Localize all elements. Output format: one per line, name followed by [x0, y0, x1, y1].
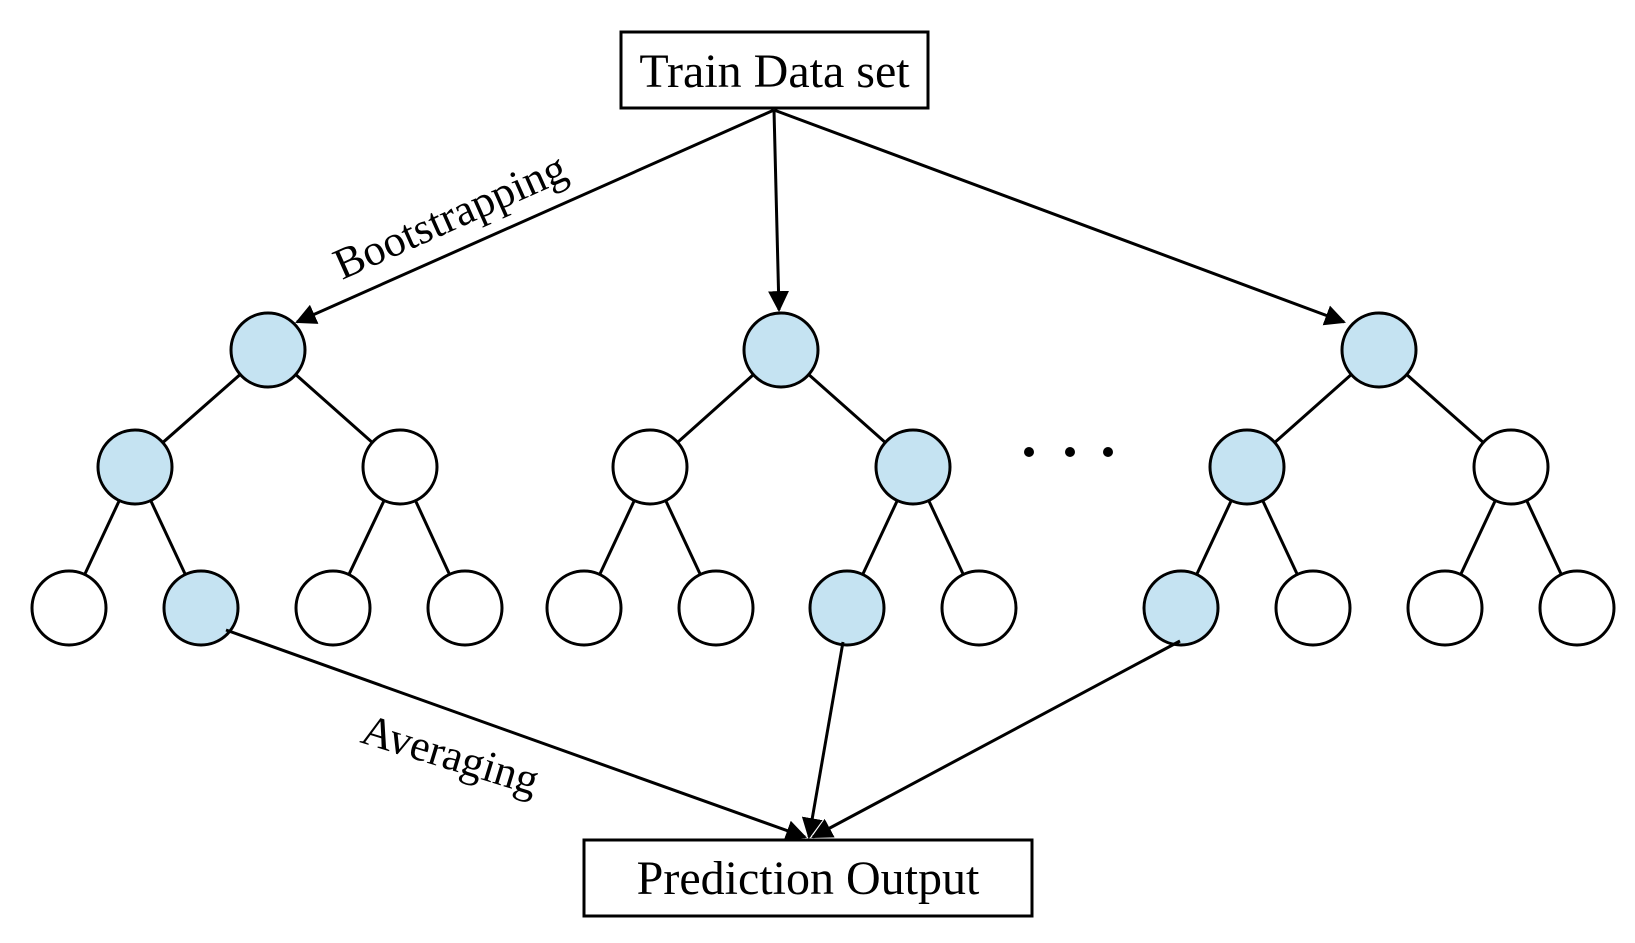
tree-edge	[861, 499, 899, 576]
averaging-label: Averaging	[356, 705, 545, 805]
arrow-from-tree-1	[225, 628, 807, 841]
tree-edge	[347, 499, 386, 576]
tree-2	[545, 311, 1018, 647]
ellipsis-dot	[1065, 447, 1075, 457]
bootstrapping-arrows	[295, 108, 1346, 326]
arrow-to-tree-2	[768, 109, 790, 313]
tree-node-r	[1472, 428, 1550, 506]
tree-node-rl	[294, 569, 372, 647]
tree-node-lr	[162, 569, 240, 647]
tree-edge	[161, 373, 242, 444]
tree-node-ll	[545, 569, 623, 647]
tree-edge	[598, 499, 636, 576]
tree-node-r	[361, 428, 439, 506]
tree-3	[1142, 311, 1616, 647]
trees	[30, 311, 1616, 647]
averaging-arrows	[225, 628, 1181, 841]
tree-edge	[807, 373, 887, 444]
tree-node-ll	[30, 569, 108, 647]
tree-edge	[1405, 373, 1485, 444]
tree-edge	[414, 499, 451, 576]
tree-node-r	[874, 428, 952, 506]
tree-edge	[664, 499, 702, 576]
tree-node-lr	[677, 569, 755, 647]
arrow-from-tree-3	[811, 639, 1181, 839]
tree-node-root	[742, 311, 820, 389]
tree-edge	[1195, 499, 1233, 576]
train-data-label: Train Data set	[639, 45, 910, 98]
tree-edge	[1261, 499, 1299, 576]
tree-edge	[1459, 499, 1497, 576]
tree-edge	[1273, 373, 1353, 444]
arrow-to-tree-1	[295, 108, 775, 324]
train-data-box: Train Data set	[619, 30, 930, 110]
prediction-output-box: Prediction Output	[582, 838, 1034, 918]
tree-edge	[1525, 499, 1563, 576]
ellipsis-dot	[1024, 447, 1034, 457]
tree-edge	[83, 499, 121, 576]
tree-node-l	[1208, 428, 1286, 506]
tree-node-rl	[808, 569, 886, 647]
tree-node-rr	[1538, 569, 1616, 647]
tree-node-root	[1340, 311, 1418, 389]
tree-node-rr	[426, 569, 504, 647]
ellipsis-dots	[1024, 447, 1113, 457]
tree-node-l	[96, 428, 174, 506]
tree-edge	[149, 499, 187, 576]
arrow-to-tree-3	[773, 108, 1346, 326]
tree-node-root	[229, 311, 307, 389]
tree-edge	[294, 373, 374, 444]
ellipsis-dot	[1103, 447, 1113, 457]
arrow-from-tree-2	[801, 641, 845, 840]
tree-node-rr	[940, 569, 1018, 647]
tree-node-lr	[1274, 569, 1352, 647]
tree-edge	[927, 499, 965, 576]
tree-1	[30, 311, 504, 647]
tree-node-rl	[1406, 569, 1484, 647]
tree-node-ll	[1142, 569, 1220, 647]
prediction-output-label: Prediction Output	[637, 852, 980, 905]
tree-edge	[676, 373, 755, 444]
tree-node-l	[611, 428, 689, 506]
